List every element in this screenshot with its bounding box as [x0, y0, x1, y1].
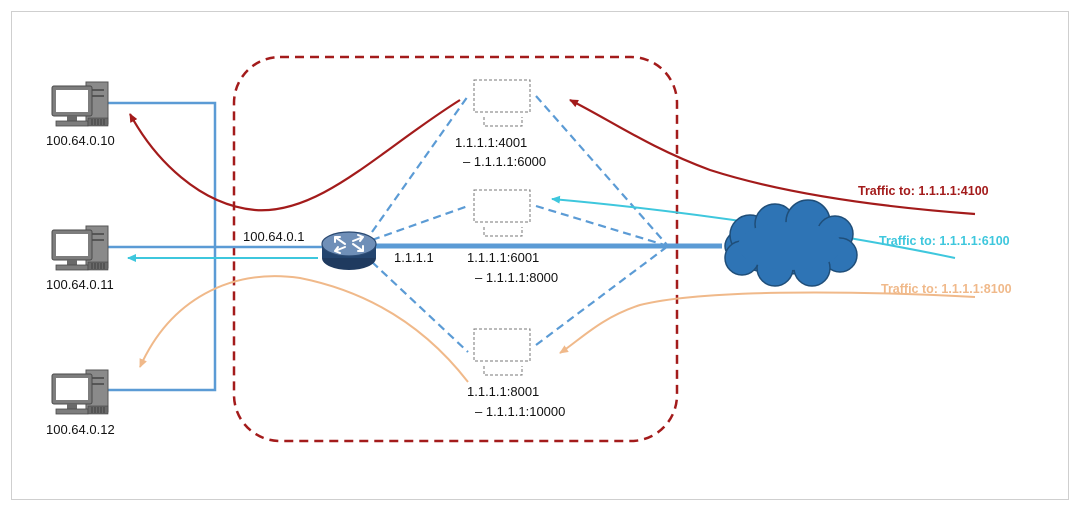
port-block-icon: [473, 79, 531, 127]
dash-router-block2: [371, 204, 469, 242]
pool-range-end: – 1.1.1.1:8000: [475, 270, 558, 285]
dashed-links: [371, 95, 669, 353]
dash-router-block1: [371, 95, 469, 233]
dash-block2-hub: [535, 204, 669, 248]
pool-range-start: 1.1.1.1:6001: [467, 250, 539, 265]
diagram-frame: [11, 11, 1069, 500]
computer-icon: [51, 81, 109, 127]
traffic-label-red: Traffic to: 1.1.1.1:4100: [858, 184, 989, 198]
router-outer-ip: 1.1.1.1: [394, 250, 434, 265]
computer-icon: [51, 225, 109, 271]
host-ip-label: 100.64.0.12: [46, 422, 115, 437]
pool-range-end: – 1.1.1.1:6000: [463, 154, 546, 169]
traffic-path-red: [129, 99, 976, 216]
router-icon: [321, 231, 377, 270]
pool-range-start: 1.1.1.1:4001: [455, 135, 527, 150]
pool-range-start: 1.1.1.1:8001: [467, 384, 539, 399]
traffic-label-peach: Traffic to: 1.1.1.1:8100: [881, 282, 1012, 296]
computer-icon: [51, 369, 109, 415]
host-ip-label: 100.64.0.11: [46, 277, 114, 292]
host-links: [107, 101, 325, 392]
router-inner-ip: 100.64.0.1: [243, 229, 304, 244]
port-blocks: [473, 79, 531, 376]
host-ip-label: 100.64.0.10: [46, 133, 115, 148]
cloud-icon: [724, 199, 858, 287]
dash-block3-hub: [535, 245, 669, 346]
traffic-path-peach: [139, 275, 976, 383]
nat-region-boundary: [232, 55, 679, 443]
pool-range-end: – 1.1.1.1:10000: [475, 404, 565, 419]
dash-router-block3: [371, 261, 469, 353]
traffic-label-cyan: Traffic to: 1.1.1.1:6100: [879, 234, 1010, 248]
dash-block1-hub: [535, 95, 669, 247]
port-block-icon: [473, 328, 531, 376]
port-block-icon: [473, 189, 531, 237]
computers: [51, 81, 109, 415]
